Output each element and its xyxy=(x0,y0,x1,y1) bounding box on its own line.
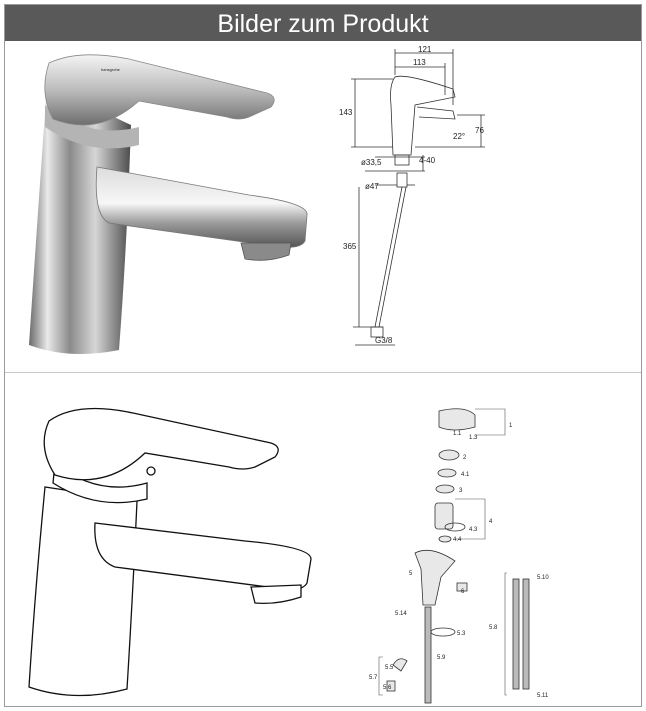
part-5-9: 5.9 xyxy=(437,655,446,661)
dim-76: 76 xyxy=(475,126,484,135)
part-4-4: 4.4 xyxy=(453,537,462,543)
dim-g38: G3/8 xyxy=(375,336,393,345)
part-5-6: 5.6 xyxy=(383,685,392,691)
part-1-3: 1.3 xyxy=(469,435,478,441)
line-drawing[interactable] xyxy=(15,391,315,701)
brand-mark: hansgrohe xyxy=(101,67,121,72)
part-4-1: 4.1 xyxy=(461,472,470,478)
dim-113: 113 xyxy=(413,58,426,67)
dim-121: 121 xyxy=(418,45,432,54)
dim-365: 365 xyxy=(343,242,357,251)
dimension-drawing[interactable]: 121 113 143 76 22° ø33,5 4-40 ø47 365 G3… xyxy=(335,45,505,350)
exploded-parts-view[interactable]: 1 1.1 1.3 2 4.1 3 4 4.3 4.4 5 6 5.14 5.3… xyxy=(335,389,565,707)
part-2: 2 xyxy=(463,455,467,461)
section-divider xyxy=(5,372,641,373)
part-5-11: 5.11 xyxy=(537,693,549,699)
part-4-3: 4.3 xyxy=(469,527,478,533)
product-photo[interactable]: hansgrohe xyxy=(9,45,309,363)
part-1-1: 1.1 xyxy=(453,431,462,437)
dim-143: 143 xyxy=(339,108,353,117)
part-3: 3 xyxy=(459,488,463,494)
part-5-5: 5.5 xyxy=(385,665,394,671)
part-1: 1 xyxy=(509,423,513,429)
part-5-7: 5.7 xyxy=(369,675,378,681)
product-images-panel: Bilder zum Produkt hansgrohe xyxy=(4,4,642,707)
panel-title: Bilder zum Produkt xyxy=(5,5,641,41)
part-5-10: 5.10 xyxy=(537,575,549,581)
part-5-8: 5.8 xyxy=(489,625,498,631)
dim-47: ø47 xyxy=(365,182,379,191)
dim-4-40: 4-40 xyxy=(419,156,436,165)
part-5-3: 5.3 xyxy=(457,631,466,637)
part-6: 6 xyxy=(461,589,465,595)
part-5: 5 xyxy=(409,571,413,577)
dim-22-angle: 22° xyxy=(453,132,465,141)
part-5-14: 5.14 xyxy=(395,611,407,617)
dim-33: ø33,5 xyxy=(361,158,382,167)
part-4: 4 xyxy=(489,519,493,525)
